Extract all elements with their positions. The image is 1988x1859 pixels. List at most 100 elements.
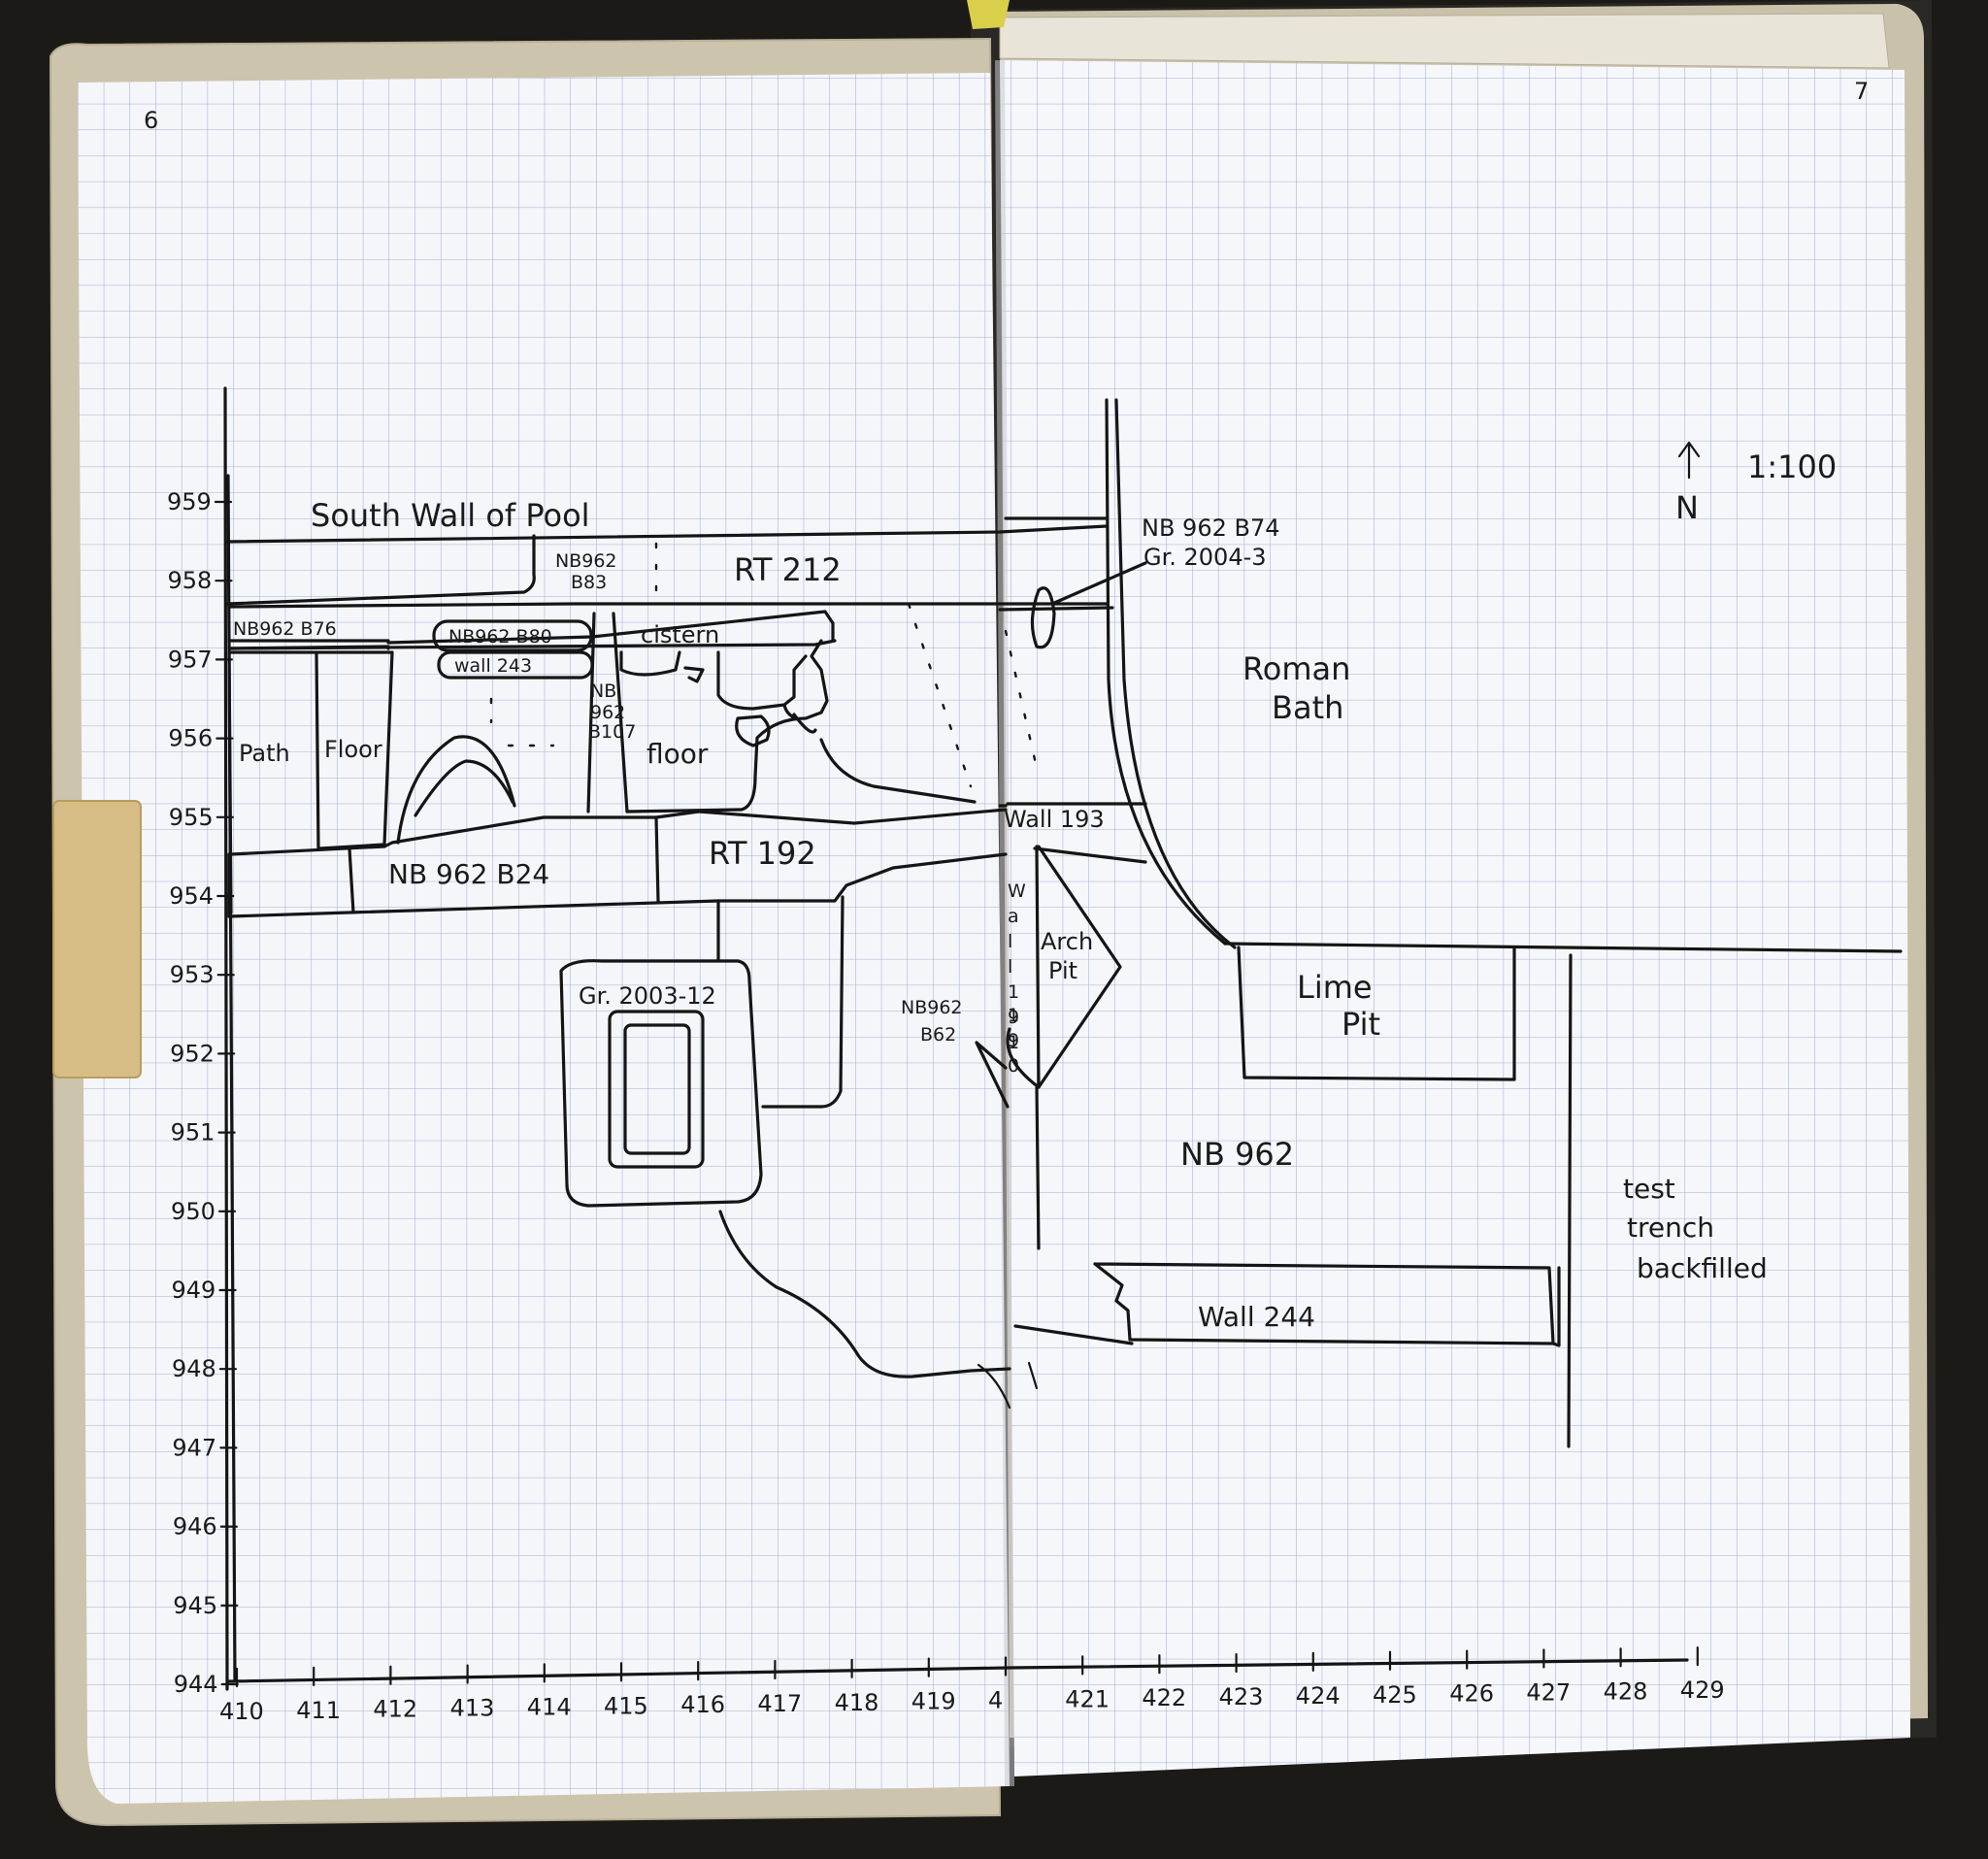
y-tick-label: 951 <box>171 1119 215 1146</box>
south-wall-inner-line <box>225 534 536 606</box>
label-arch-pit: Pit <box>1048 957 1077 984</box>
y-tick-label: 955 <box>169 804 214 831</box>
label-roman: Roman <box>1242 650 1350 687</box>
upper-wall-line <box>227 639 837 650</box>
label-b107-line1: NB <box>590 681 616 702</box>
label-b107-line2: 962 <box>590 702 625 723</box>
vertical-label-char: 0 <box>1008 1055 1019 1077</box>
y-axis-ticks: 9599589579569559549539529519509499489479… <box>167 488 239 1698</box>
cistern-chambers <box>716 650 808 720</box>
x-axis <box>227 1658 1689 1683</box>
roman-bath-edge-outer <box>1105 398 1227 946</box>
arch-pit-outline <box>1035 845 1122 1089</box>
right-page-grid <box>1000 60 1910 1776</box>
label-gr-2003-12: Gr. 2003-12 <box>579 982 716 1010</box>
x-tick-label: 410 <box>219 1698 264 1725</box>
label-nb962-b83-line2: B83 <box>571 572 607 593</box>
gr-surround <box>761 895 845 1109</box>
b74-leader <box>1050 561 1147 606</box>
b62-outline <box>1006 1027 1041 1089</box>
label-nb962-b76: NB962 B76 <box>233 618 337 640</box>
grave-cut <box>623 1023 691 1155</box>
label-nb962-b62-line1: NB962 <box>901 997 963 1018</box>
y-tick-label: 944 <box>174 1671 218 1698</box>
x-tick-label: 411 <box>296 1697 341 1724</box>
cistern-inner-2 <box>683 666 705 683</box>
roman-bath-edge-inner <box>1114 398 1237 949</box>
rt192-bottom <box>227 852 1008 918</box>
x-tick-label: 428 <box>1604 1677 1648 1705</box>
x-tick-label: 413 <box>450 1695 495 1722</box>
pit-tail <box>1027 1361 1039 1390</box>
label-wall244: Wall 244 <box>1198 1301 1315 1333</box>
vertical-label-char: 9 <box>1008 1030 1019 1051</box>
grave-inner-outline <box>608 1010 705 1169</box>
cistern-round <box>735 714 771 747</box>
robber-trench-line <box>718 1210 1011 1378</box>
path-floor-divider <box>315 650 320 850</box>
arch-inner <box>414 759 514 817</box>
scale-label: 1:100 <box>1747 448 1837 485</box>
cistern-line <box>227 610 835 645</box>
left-page-grid <box>78 73 1010 1804</box>
label-nb962-b83-line1: NB962 <box>555 550 617 572</box>
b24-divider <box>348 847 355 914</box>
b62-wedge <box>975 1041 1010 1109</box>
vertical-label-char: 9 <box>1008 1007 1019 1028</box>
vertical-label-char: 1 <box>1008 1032 1019 1053</box>
b74-line <box>998 606 1114 612</box>
y-tick-label: 945 <box>173 1592 217 1619</box>
label-floor-right: floor <box>646 738 709 770</box>
wall-244-end <box>1551 1266 1561 1347</box>
floor2-lower-edge <box>819 738 977 804</box>
rt192-divider <box>654 815 660 903</box>
label-lime: Lime <box>1297 969 1373 1006</box>
x-tick-label: 421 <box>1065 1685 1110 1712</box>
wall193-lower <box>1033 847 1147 864</box>
label-floor-left: Floor <box>324 736 382 763</box>
label-bath: Bath <box>1272 689 1343 726</box>
label-nb962-b74: NB 962 B74 <box>1142 515 1280 542</box>
grave-2004-3-oval <box>1030 586 1056 649</box>
vertical-label-char: 1 <box>1008 1005 1019 1026</box>
label-nb962-b24: NB 962 B24 <box>388 858 549 890</box>
test-trench-edge <box>1567 953 1573 1448</box>
b80-outline <box>432 619 593 652</box>
label-lime-pit: Pit <box>1342 1006 1380 1043</box>
y-axis-guide <box>223 386 229 1691</box>
cistern-small <box>792 713 817 734</box>
label-nb962-b80: NB962 B80 <box>448 626 552 647</box>
b107-column <box>586 612 629 813</box>
x-tick-label: 426 <box>1449 1680 1494 1708</box>
y-tick-label: 950 <box>171 1198 215 1225</box>
y-tick-label: 953 <box>170 961 215 988</box>
vertical-label-char: W <box>1008 880 1026 902</box>
x-tick-label: 416 <box>680 1691 725 1718</box>
label-arch: Arch <box>1041 928 1093 955</box>
x-tick-label: 417 <box>757 1690 802 1717</box>
x-tick-label: 423 <box>1219 1683 1264 1710</box>
floor2-right-edge <box>625 639 829 813</box>
label-wall193: Wall 193 <box>1004 806 1105 833</box>
x-tick-label: 427 <box>1526 1678 1571 1706</box>
vertical-label-char: l <box>1008 956 1012 978</box>
y-tick-label: 959 <box>167 488 212 515</box>
y-tick-label: 952 <box>170 1040 215 1067</box>
label-wall243: wall 243 <box>454 655 532 677</box>
b76-top <box>227 645 390 650</box>
x-tick-label: 4 <box>988 1687 1003 1714</box>
wall-244-west <box>1013 1324 1134 1345</box>
vertical-label-char: a <box>1008 906 1019 927</box>
south-wall-top-line <box>225 524 1109 544</box>
x-tick-label: 429 <box>1680 1676 1725 1704</box>
north-arrow-icon <box>1677 441 1701 480</box>
label-trench: trench <box>1627 1212 1714 1244</box>
vertical-label-char: l <box>1008 931 1012 952</box>
y-tick-label: 946 <box>173 1513 217 1541</box>
arch-outer <box>396 735 516 845</box>
y-tick-label: 954 <box>169 882 214 910</box>
page-number-left: 6 <box>144 107 158 134</box>
